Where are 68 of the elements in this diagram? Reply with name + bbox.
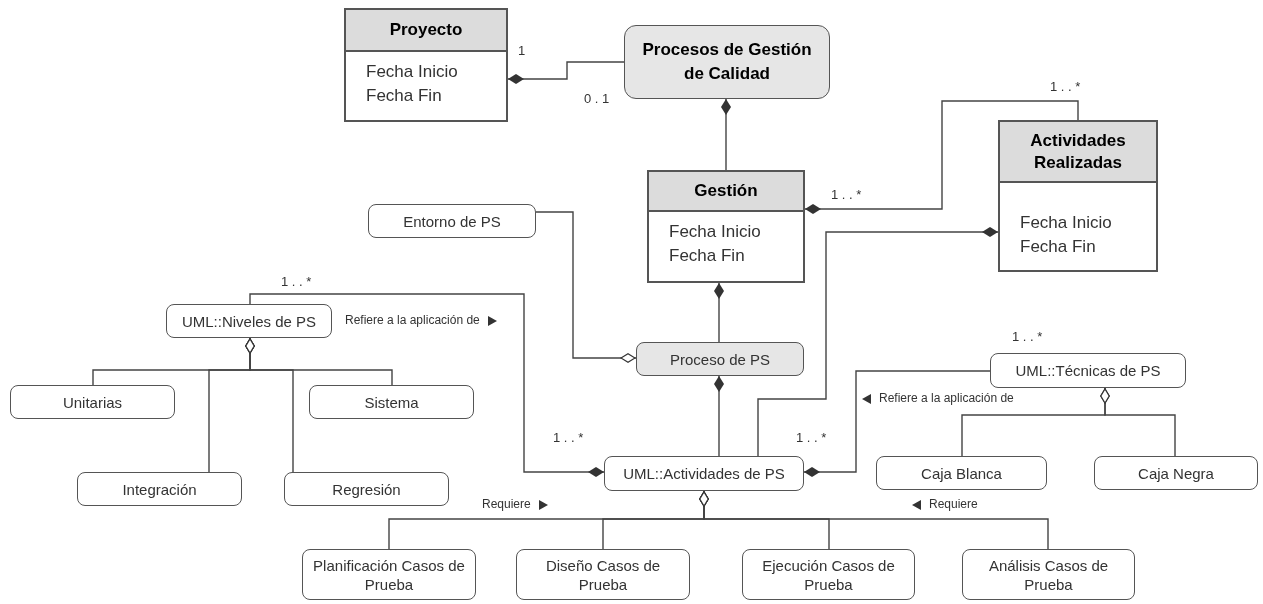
multiplicity-label: 1 . . * — [553, 430, 584, 446]
element-box — [604, 456, 804, 491]
element-box — [166, 304, 332, 338]
box-label: Planificación Casos de Prueba — [312, 555, 466, 594]
connector-line — [535, 211, 637, 363]
edge-label: Requiere — [480, 497, 533, 512]
box-label: Procesos de Gestión de Calidad — [641, 39, 813, 85]
element-box — [876, 456, 1047, 490]
box-label: Entorno de PS — [403, 211, 501, 231]
attribute-text: Fecha Inicio — [669, 221, 762, 243]
box-label: Análisis Casos de Prueba — [987, 555, 1110, 594]
box-label: UML::Niveles de PS — [181, 311, 317, 331]
connector-line — [757, 227, 999, 457]
box-label: Regresión — [332, 479, 401, 499]
class-box — [647, 170, 805, 283]
multiplicity-label: 1 — [518, 43, 526, 59]
attribute-text: Fecha Inicio — [366, 61, 459, 83]
multiplicity-label: 1 . . * — [796, 430, 827, 446]
attribute-text: Fecha Fin — [669, 245, 746, 267]
element-box — [1094, 456, 1258, 490]
class-name: Gestión — [694, 180, 758, 202]
connector-line — [803, 370, 991, 477]
element-box — [962, 549, 1135, 600]
box-label: Sistema — [364, 392, 419, 412]
class-name: Actividades Realizadas — [1029, 129, 1127, 174]
box-label: Integración — [122, 479, 197, 499]
edge-label: Refiere a la aplicación de — [877, 391, 1016, 406]
box-label: Caja Blanca — [921, 463, 1002, 483]
connector-line — [1100, 387, 1176, 457]
multiplicity-label: 1 . . * — [281, 274, 312, 290]
box-label: Proceso de PS — [669, 349, 771, 369]
edge-label: Requiere — [927, 497, 980, 512]
process-box — [624, 25, 830, 99]
element-box — [10, 385, 175, 419]
element-box — [302, 549, 476, 600]
attribute-text: Fecha Inicio — [1020, 212, 1113, 234]
element-box — [77, 472, 242, 506]
connector-line — [249, 293, 605, 477]
box-label: Diseño Casos de Prueba — [544, 555, 662, 594]
attribute-text: Fecha Fin — [366, 85, 443, 107]
element-box — [309, 385, 474, 419]
box-label: Ejecución Casos de Prueba — [761, 555, 896, 594]
multiplicity-label: 1 . . * — [1012, 329, 1043, 345]
box-label: UML::Técnicas de PS — [1015, 361, 1161, 380]
multiplicity-label: 1 . . * — [831, 187, 862, 203]
class-box — [998, 120, 1158, 272]
element-box — [284, 472, 449, 506]
class-box — [344, 8, 508, 122]
connector-line — [245, 337, 294, 473]
process-box — [636, 342, 804, 376]
box-label: Caja Negra — [1138, 463, 1214, 483]
multiplicity-label: 1 . . * — [1050, 79, 1081, 95]
element-box — [516, 549, 690, 600]
class-name: Proyecto — [389, 19, 463, 41]
element-box — [368, 204, 536, 238]
edge-label: Refiere a la aplicación de — [343, 313, 482, 328]
connector-line — [714, 375, 724, 457]
attribute-text: Fecha Fin — [1020, 236, 1097, 258]
connector-line — [507, 61, 625, 84]
box-label: UML::Actividades de PS — [623, 464, 785, 483]
multiplicity-label: 0 . 1 — [584, 91, 610, 107]
connector-line — [804, 100, 1079, 214]
connector-line — [721, 98, 731, 171]
element-box — [990, 353, 1186, 388]
element-box — [742, 549, 915, 600]
box-label: Unitarias — [62, 392, 123, 412]
connector-line — [699, 490, 1049, 550]
connector-line — [714, 282, 724, 343]
